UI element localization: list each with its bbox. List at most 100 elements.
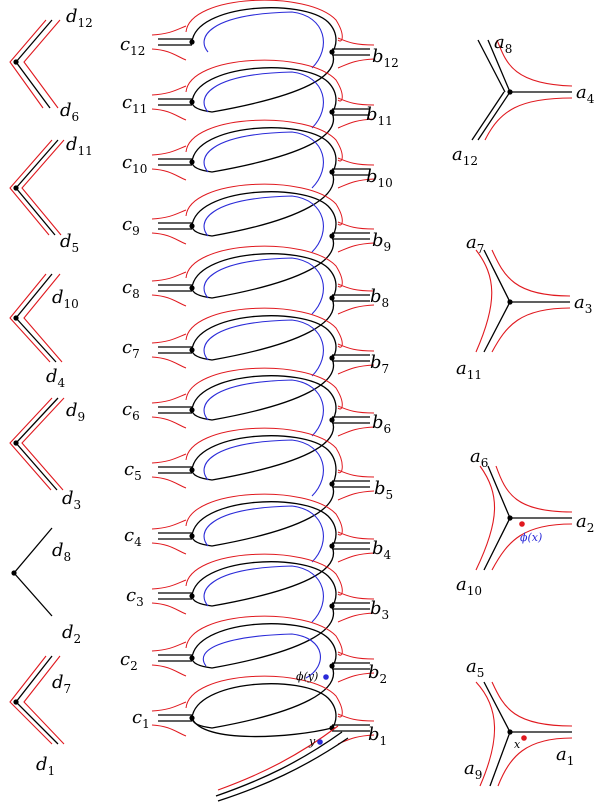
loop-outer bbox=[191, 315, 337, 359]
d-label-bottom: d1 bbox=[36, 754, 55, 778]
a-edge-black bbox=[477, 91, 511, 141]
c-lead-red bbox=[151, 542, 187, 555]
a-edge-red bbox=[475, 681, 496, 787]
a-vertex-1: a8 a4 a12 bbox=[452, 32, 595, 168]
b-vertex-dot bbox=[329, 109, 335, 115]
loop-blue bbox=[203, 505, 324, 563]
d-label-top: d8 bbox=[52, 540, 71, 564]
loop-inner bbox=[191, 419, 335, 481]
loop-inner bbox=[191, 605, 335, 669]
loop-inner bbox=[191, 297, 335, 361]
b-label: b2 bbox=[368, 662, 387, 686]
a-label-bottom: a9 bbox=[464, 758, 482, 782]
c-lead-red bbox=[151, 724, 187, 737]
c-lead-red bbox=[151, 85, 187, 96]
d-label-bottom: d2 bbox=[62, 622, 81, 646]
x-point bbox=[521, 735, 527, 741]
c-lead-red bbox=[151, 271, 187, 282]
loop-red bbox=[185, 615, 343, 656]
loop-red bbox=[185, 59, 343, 102]
loop-blue bbox=[203, 11, 324, 69]
tail-black bbox=[215, 731, 343, 797]
b-lead-red bbox=[337, 157, 375, 166]
b-label: b11 bbox=[366, 104, 393, 128]
d-vertex-4: d9 d3 bbox=[9, 397, 85, 512]
b-lead-red bbox=[337, 672, 375, 683]
a-edge-black bbox=[483, 681, 511, 733]
a-vertex-dot bbox=[507, 729, 513, 735]
c-label: c8 bbox=[122, 277, 140, 301]
a-label-bottom: a12 bbox=[452, 144, 478, 168]
b-lead-red bbox=[337, 713, 375, 722]
d-label-top: d7 bbox=[52, 672, 71, 696]
b-label: b12 bbox=[372, 46, 399, 70]
c-label: c3 bbox=[126, 585, 144, 609]
d-edge-red bbox=[23, 655, 65, 745]
d-label-top: d10 bbox=[52, 287, 79, 311]
a-label-right: a3 bbox=[574, 292, 592, 316]
a-vertex-dot bbox=[507, 89, 513, 95]
c-lead-red bbox=[151, 602, 187, 615]
b-vertex-dot bbox=[329, 481, 335, 487]
d-vertex-1: d12 d6 bbox=[9, 6, 93, 124]
c-lead-red bbox=[151, 108, 187, 121]
a-edge-red bbox=[491, 307, 571, 353]
a-edge-black bbox=[471, 91, 505, 141]
c-vertex-dot bbox=[189, 533, 195, 539]
loop-outer bbox=[191, 501, 337, 547]
a-vertex-2: a7 a3 a11 bbox=[456, 232, 592, 382]
loop-blue bbox=[203, 565, 324, 623]
loop-red bbox=[185, 245, 343, 288]
b-vertex-dot bbox=[329, 663, 335, 669]
a-label-top: a7 bbox=[466, 232, 484, 256]
c-lead-red bbox=[151, 453, 187, 464]
tail-red bbox=[217, 725, 339, 791]
a-edge-red bbox=[491, 249, 571, 297]
c-lead-red bbox=[151, 48, 187, 61]
loop-inner bbox=[191, 171, 335, 237]
a-label-top: a5 bbox=[466, 656, 484, 680]
c-label: c5 bbox=[124, 459, 142, 483]
c-lead-red bbox=[151, 168, 187, 181]
d-vertex-6: d7 d1 bbox=[9, 655, 71, 778]
d-edge-red bbox=[9, 273, 51, 363]
b-lead-red bbox=[337, 612, 375, 623]
d-label-top: d9 bbox=[66, 400, 85, 424]
b-lead-red bbox=[337, 469, 375, 478]
c-label: c11 bbox=[122, 92, 147, 116]
a-edge-black bbox=[483, 301, 511, 353]
d-edge-red bbox=[23, 19, 61, 109]
a-edge-black bbox=[487, 465, 511, 519]
b-vertex-dot bbox=[329, 49, 335, 55]
b-lead-red bbox=[337, 552, 375, 563]
a-vertex-dot bbox=[507, 299, 513, 305]
c-vertex-dot bbox=[189, 223, 195, 229]
b-lead-red bbox=[337, 37, 375, 46]
d-vertex-3: d10 d4 bbox=[9, 273, 79, 390]
loop-blue bbox=[203, 257, 324, 315]
b-lead-red bbox=[337, 364, 375, 375]
b-lead-red bbox=[337, 591, 375, 600]
b-lead-red bbox=[337, 242, 375, 253]
y-label: y bbox=[308, 735, 316, 748]
a-label-right: a2 bbox=[576, 511, 594, 535]
loop-inner bbox=[191, 483, 335, 547]
c-lead-red bbox=[151, 476, 187, 489]
loop-outer bbox=[191, 127, 337, 173]
b-label: b8 bbox=[370, 286, 389, 310]
b-lead-red bbox=[337, 304, 375, 315]
d-vertex-2: d11 d5 bbox=[9, 134, 93, 255]
loop-blue bbox=[203, 71, 324, 129]
d-label-top: d12 bbox=[66, 6, 93, 30]
c-label: c4 bbox=[124, 525, 142, 549]
a-label-right: a4 bbox=[576, 82, 595, 106]
b-label: b6 bbox=[372, 412, 391, 436]
phi-y-point bbox=[323, 674, 329, 680]
c-vertex-dot bbox=[189, 407, 195, 413]
d-label-bottom: d3 bbox=[62, 488, 81, 512]
c-lead-red bbox=[151, 664, 187, 677]
loop-inner bbox=[191, 51, 335, 113]
loop-red bbox=[185, 0, 343, 42]
